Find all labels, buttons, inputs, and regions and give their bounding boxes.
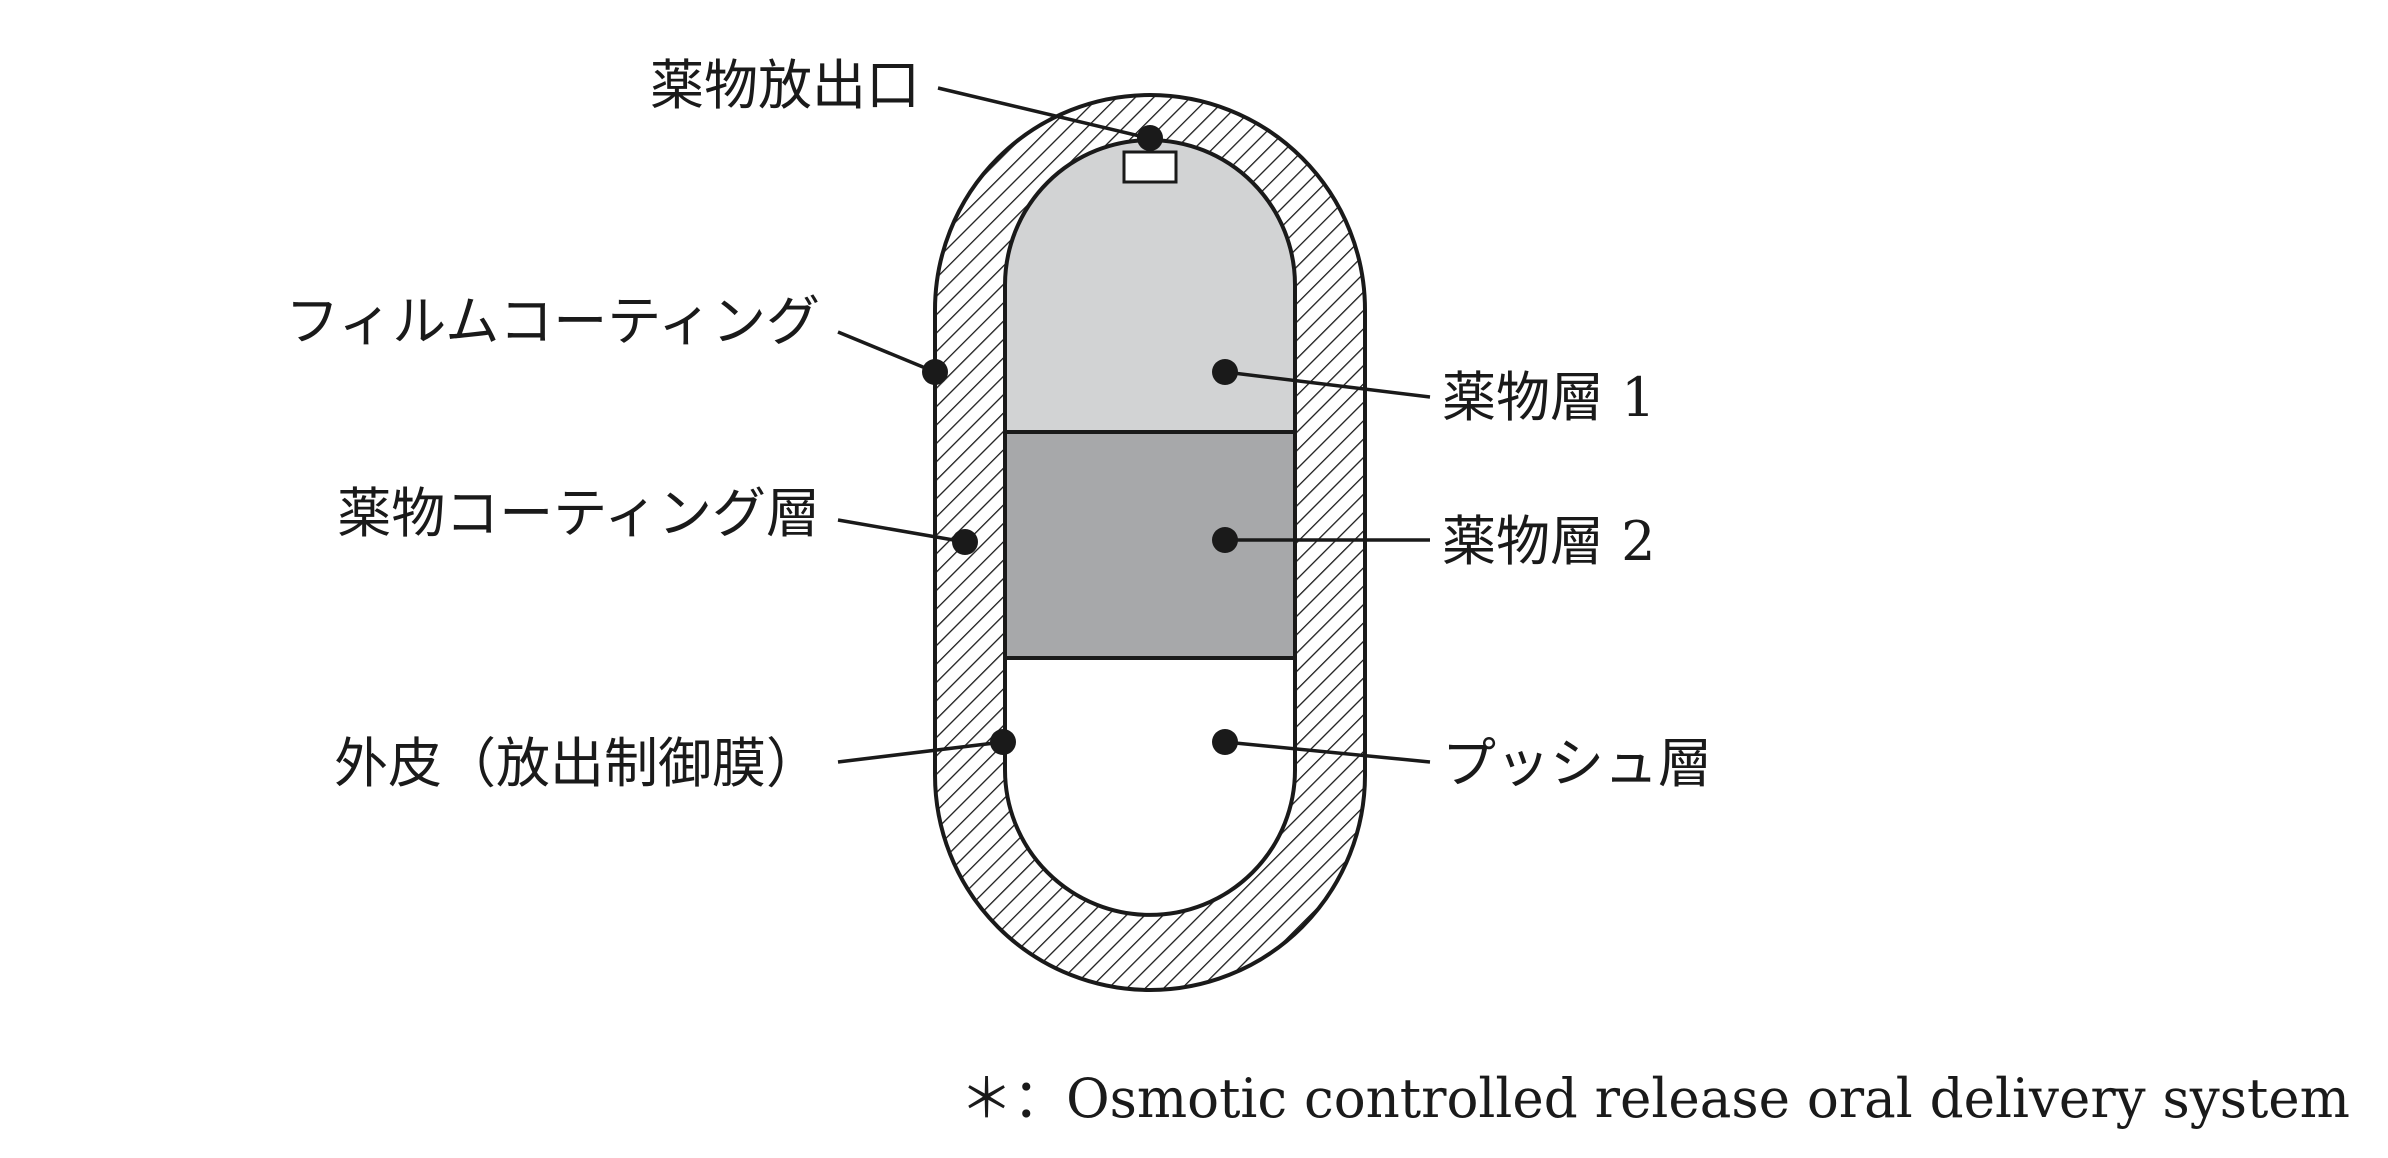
dot-drug-layer-2 (1212, 527, 1238, 553)
label-drug-layer-2: 薬物層 2 (1442, 510, 1656, 573)
dot-outer-membrane (990, 729, 1016, 755)
leader-drug-layer-1 (1224, 370, 1431, 399)
tablet-core (1005, 140, 1295, 915)
dot-drug-release-orifice (1137, 125, 1163, 151)
dot-drug-coating-layer (952, 529, 978, 555)
leader-outer-membrane (837, 740, 1004, 764)
leader-drug-coating-layer (837, 518, 966, 544)
label-film-coating: フィルムコーティング (285, 290, 820, 353)
leader-push-layer (1224, 740, 1431, 764)
label-outer-membrane: 外皮（放出制御膜） (334, 732, 820, 795)
leader-drug-release-orifice (937, 86, 1149, 140)
footnote: ＊：Osmotic controlled release oral delive… (960, 1067, 2350, 1130)
push-layer-region (1005, 658, 1295, 915)
dot-film-coating (922, 359, 948, 385)
drug-layer-2-region (1005, 432, 1295, 658)
leader-film-coating (837, 330, 936, 374)
label-drug-layer-1: 薬物層 1 (1442, 366, 1656, 429)
outer-membrane-outline (1003, 138, 1297, 917)
label-drug-coating-layer: 薬物コーティング層 (337, 482, 820, 545)
drug-release-orifice (1122, 150, 1178, 184)
drug-layer-1-region (1005, 140, 1295, 432)
label-drug-release-orifice: 薬物放出口 (650, 54, 920, 117)
dot-drug-layer-1 (1212, 359, 1238, 385)
label-push-layer: プッシュ層 (1442, 732, 1712, 795)
dot-push-layer (1212, 729, 1238, 755)
